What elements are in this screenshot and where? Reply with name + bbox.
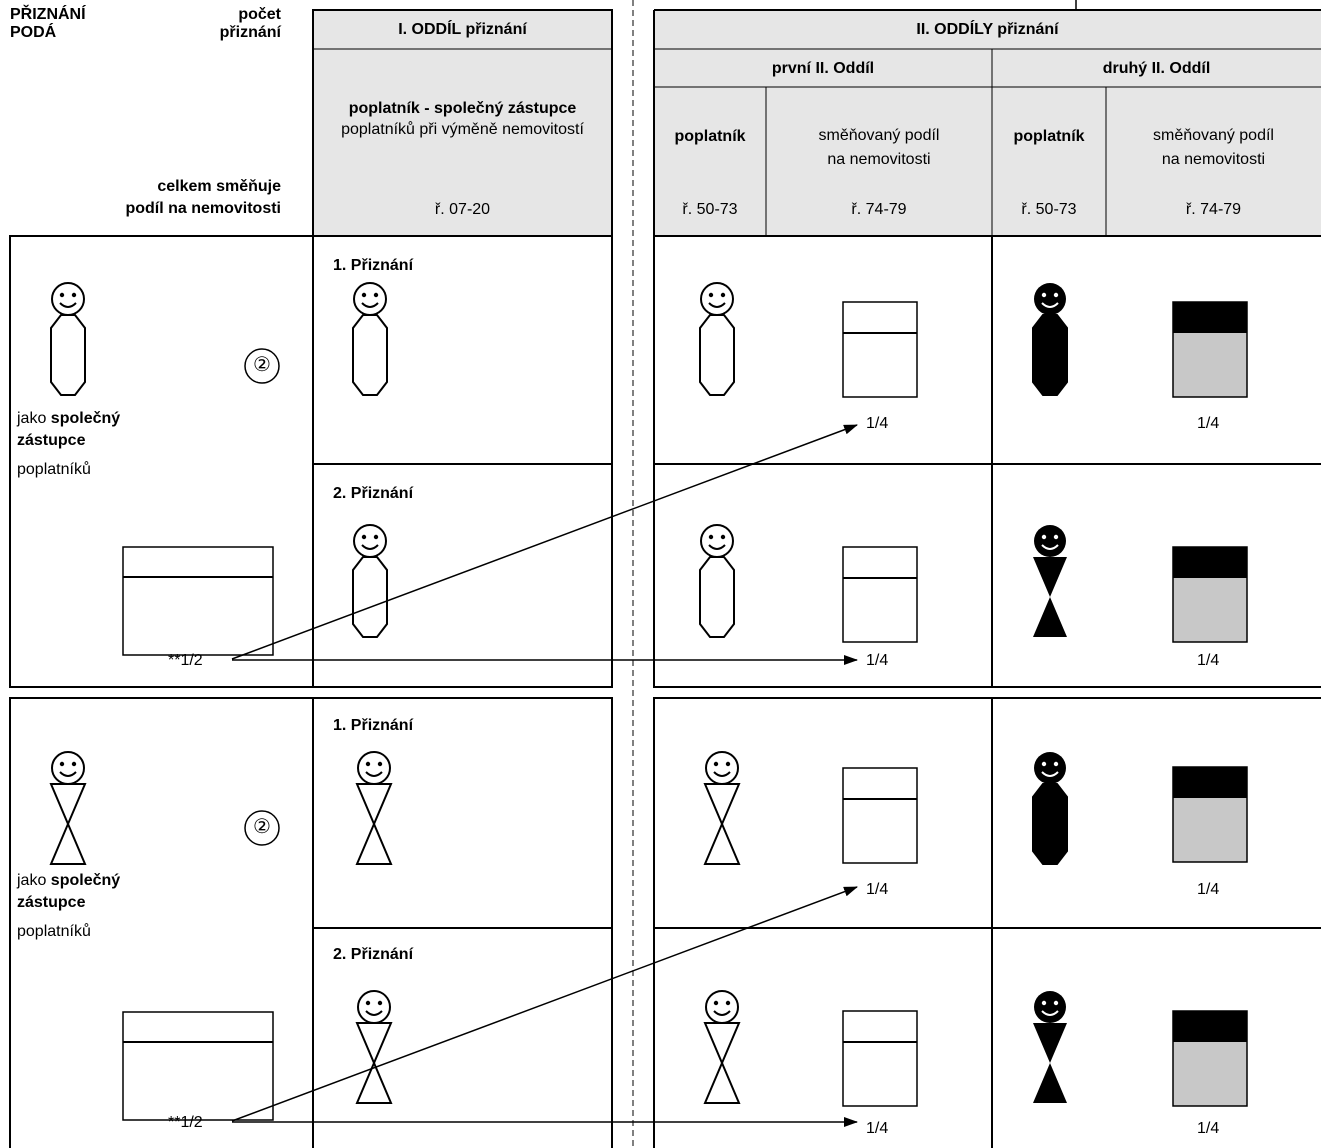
section1-desc-bold: poplatník - společný zástupce [348, 100, 577, 117]
count-circle [244, 810, 280, 846]
share-total: **1/2 [168, 652, 203, 669]
count-marker: ② [253, 816, 271, 838]
priznani-poda-label: PŘIZNÁNÍ PODÁ [10, 6, 86, 41]
col-rows-74-79-1: ř. 74-79 [851, 201, 907, 218]
other-property-share-icon [1172, 301, 1248, 398]
role-prefix: jako [17, 872, 51, 889]
filing-label: 1. Přiznání [333, 717, 414, 734]
section1-desc: poplatník - společný zástupce poplatníků… [330, 98, 595, 140]
share-arrow [231, 424, 858, 660]
celkem-label: celkem směňuje podíl na nemovitosti [125, 178, 281, 217]
role-suffix: poplatníků [17, 461, 91, 478]
count-circle [244, 348, 280, 384]
pocet-priznani-label: počet přiznání [219, 6, 281, 41]
role-line-1: jako společný zástupce [17, 870, 177, 914]
other-taxpayer-person-icon [1032, 990, 1068, 1104]
section1-rows: ř. 07-20 [434, 201, 491, 218]
col-rows-50-73-2: ř. 50-73 [1021, 201, 1077, 218]
share-second: 1/4 [1197, 1120, 1220, 1137]
taxpayer-person-icon [704, 990, 740, 1104]
filer-person-icon [352, 282, 388, 396]
section1-title: I. ODDÍL přiznání [398, 21, 527, 38]
property-share-icon [842, 1010, 918, 1107]
share-second: 1/4 [1197, 881, 1220, 898]
property-share-icon [842, 546, 918, 643]
filer-person-icon [356, 751, 392, 865]
section2-title: II. ODDÍLY přiznání [916, 21, 1059, 38]
filer-person-icon [352, 524, 388, 638]
other-taxpayer-person-icon [1032, 751, 1068, 865]
share-second: 1/4 [1197, 652, 1220, 669]
col-rows-74-79-2: ř. 74-79 [1185, 201, 1242, 218]
col-poplatnik-1: poplatník [674, 128, 746, 145]
share-first: 1/4 [866, 881, 889, 898]
filing-label: 2. Přiznání [333, 946, 414, 963]
total-property-icon [122, 1011, 274, 1121]
role-bold: společný zástupce [17, 410, 121, 449]
filing-label: 2. Přiznání [333, 485, 414, 502]
col-rows-50-73-1: ř. 50-73 [682, 201, 738, 218]
share-first: 1/4 [866, 652, 889, 669]
col-poplatnik-2: poplatník [1013, 128, 1085, 145]
property-share-icon [842, 301, 918, 398]
block1-frames [9, 235, 1321, 688]
other-taxpayer-person-icon [1032, 524, 1068, 638]
share-total: **1/2 [168, 1114, 203, 1131]
col-podil-2: směňovaný podíl na nemovitosti [1153, 127, 1274, 168]
filer-person-icon [356, 990, 392, 1104]
filing-label: 1. Přiznání [333, 257, 414, 274]
section2-header-grid [653, 0, 1321, 236]
representative-person-icon [50, 282, 86, 396]
section1-desc-rest: poplatníků při výměně nemovitostí [341, 121, 584, 138]
block2-frames [9, 697, 1321, 1148]
first-section-label: první II. Oddíl [771, 60, 875, 77]
other-property-share-icon [1172, 766, 1248, 863]
taxpayer-person-icon [699, 282, 735, 396]
count-marker: ② [253, 354, 271, 376]
other-property-share-icon [1172, 546, 1248, 643]
share-first: 1/4 [866, 1120, 889, 1137]
role-prefix: jako [17, 410, 51, 427]
section2-header-bg [654, 10, 1321, 236]
other-property-share-icon [1172, 1010, 1248, 1107]
section1-header-bg [313, 10, 612, 236]
col-podil-1: směňovaný podíl na nemovitosti [818, 127, 940, 168]
share-arrow [231, 886, 858, 1122]
share-first: 1/4 [866, 415, 889, 432]
total-property-icon [122, 546, 274, 656]
share-second: 1/4 [1197, 415, 1220, 432]
taxpayer-person-icon [699, 524, 735, 638]
second-section-label: druhý II. Oddíl [1102, 60, 1211, 77]
role-bold: společný zástupce [17, 872, 121, 911]
taxpayer-person-icon [704, 751, 740, 865]
other-taxpayer-person-icon [1032, 282, 1068, 396]
role-suffix: poplatníků [17, 923, 91, 940]
property-share-icon [842, 767, 918, 864]
representative-person-icon [50, 751, 86, 865]
role-line-1: jako společný zástupce [17, 408, 177, 452]
